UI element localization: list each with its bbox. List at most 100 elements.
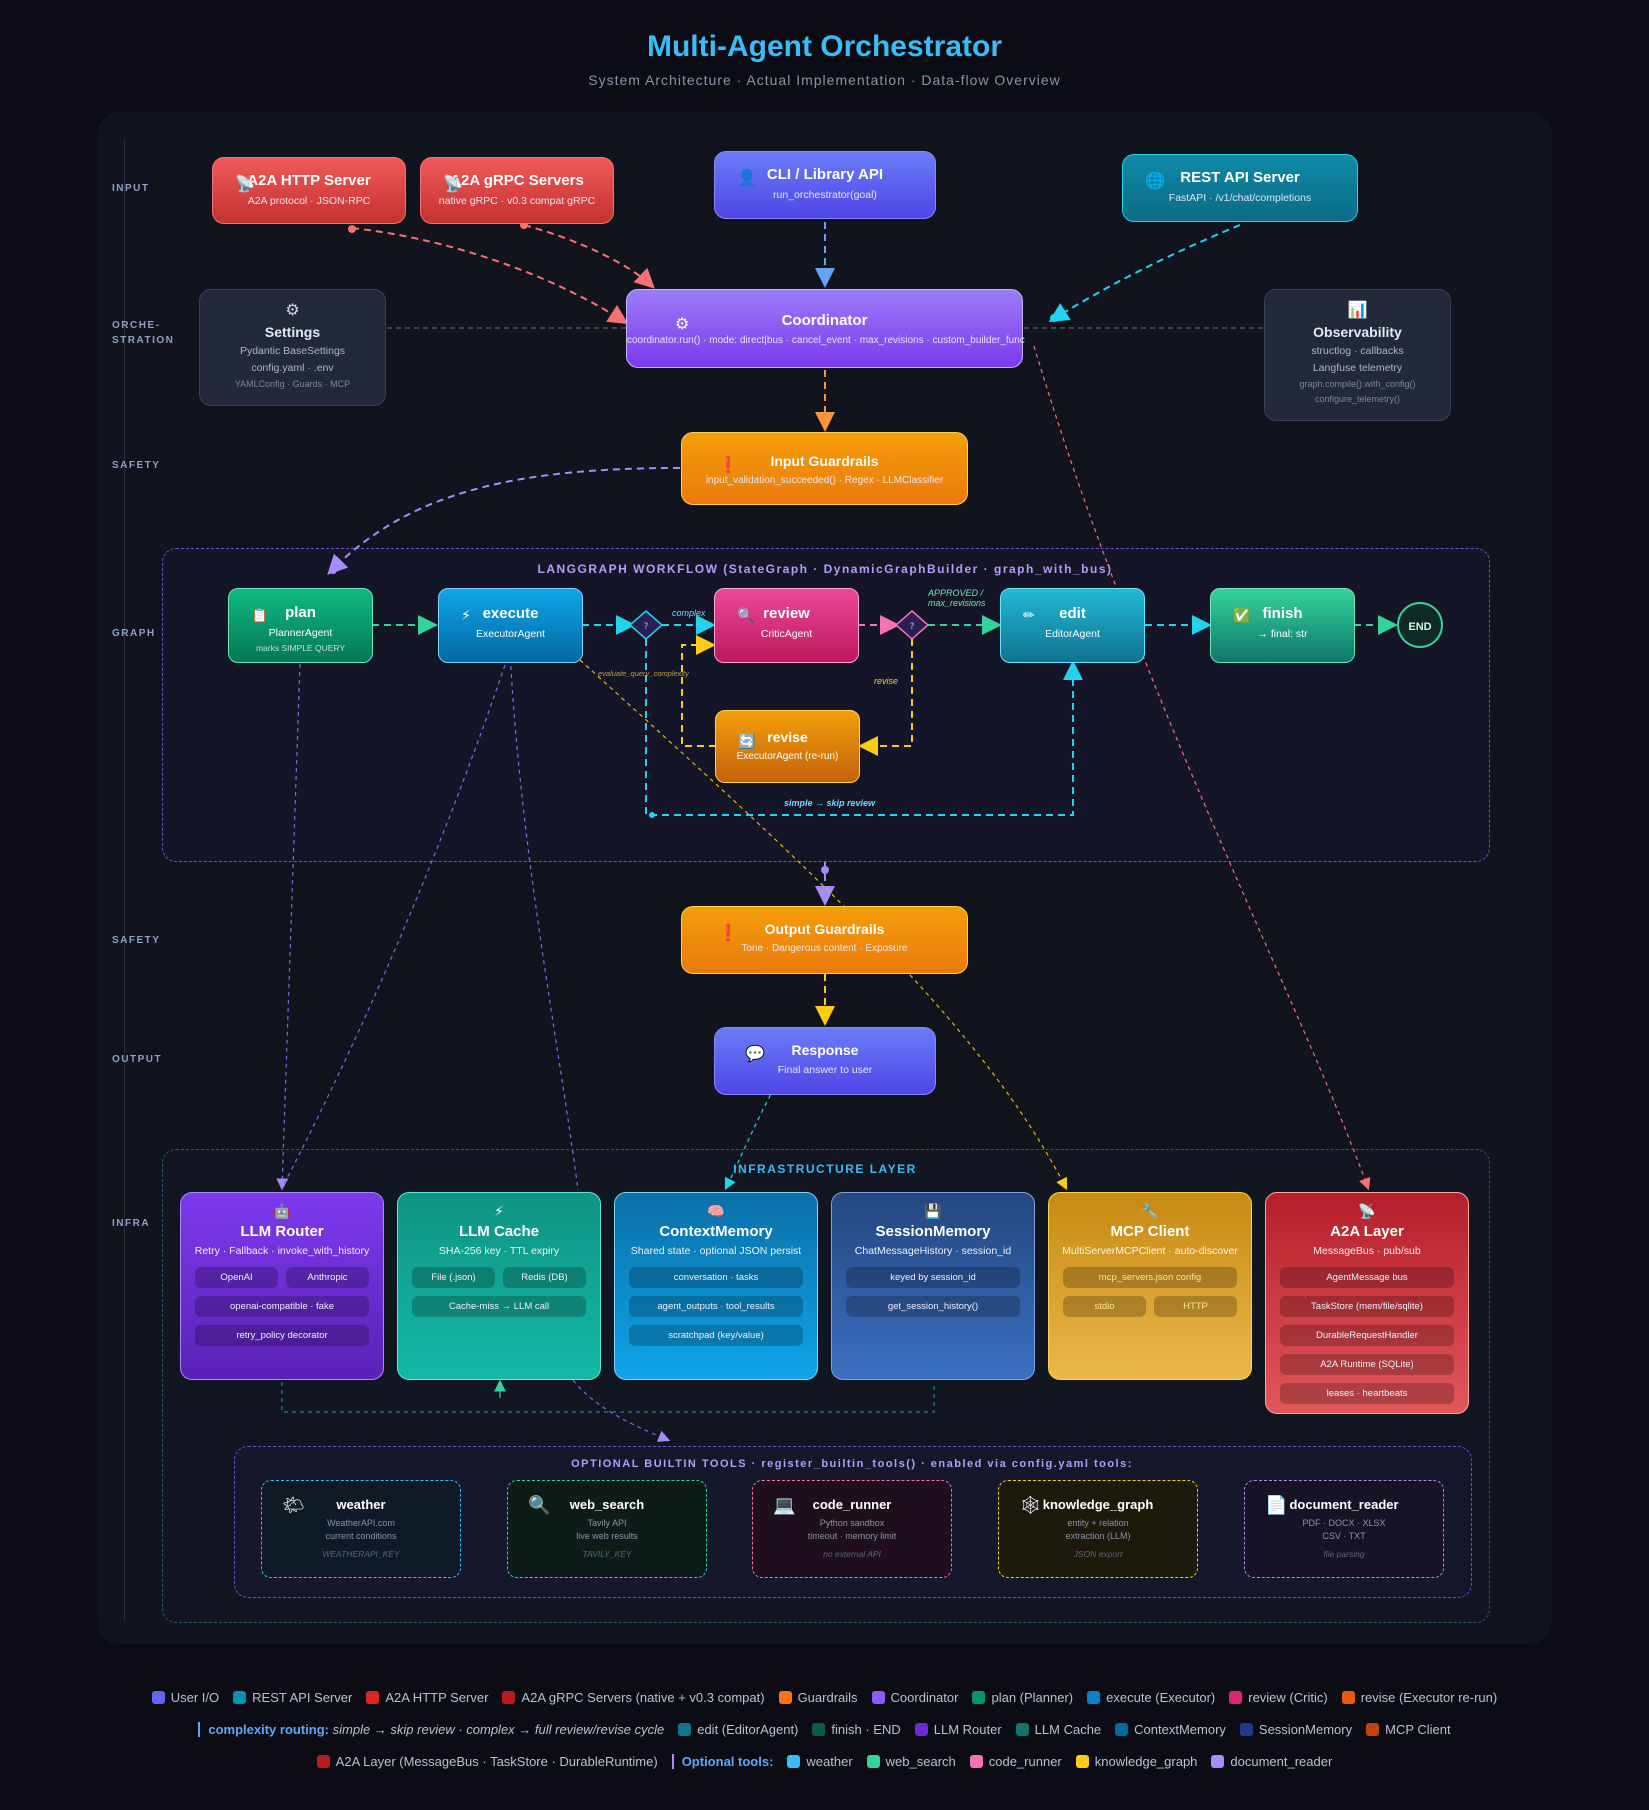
chip: conversation · tasks	[629, 1267, 803, 1288]
revise-node[interactable]: 🔄 revise ExecutorAgent (re-run)	[715, 710, 860, 783]
globe-icon: 🌐	[1145, 173, 1165, 190]
chip: mcp_servers.json config	[1063, 1267, 1237, 1288]
tool-web-search[interactable]: 🔍 web_search Tavily API live web results…	[507, 1480, 707, 1578]
a2a-layer-node[interactable]: 📡 A2A Layer MessageBus · pub/sub AgentMe…	[1265, 1192, 1469, 1414]
observability-line: graph.compile().with_config()	[1299, 379, 1416, 389]
output-guardrails-node[interactable]: ❗ Output Guardrails Tone · Dangerous con…	[681, 906, 968, 974]
observability-node[interactable]: 📊 Observability structlog · callbacks La…	[1264, 289, 1451, 421]
llm-router-node[interactable]: 🤖 LLM Router Retry · Fallback · invoke_w…	[180, 1192, 384, 1380]
tool-line: timeout · memory limit	[807, 1531, 897, 1541]
legend-optional-tools: Optional tools:	[671, 1754, 773, 1769]
session-memory-node[interactable]: 💾 SessionMemory ChatMessageHistory · ses…	[831, 1192, 1035, 1380]
magnifier-icon: 🔍	[528, 1495, 551, 1515]
a2a-layer-sub: MessageBus · pub/sub	[1313, 1245, 1421, 1257]
observability-line: structlog · callbacks	[1311, 345, 1404, 357]
pencil-icon: ✏	[1023, 607, 1035, 623]
context-memory-node[interactable]: 🧠 ContextMemory Shared state · optional …	[614, 1192, 818, 1380]
finish-node[interactable]: ✅ finish → final: str	[1210, 588, 1355, 663]
legend-label: knowledge_graph	[1094, 1754, 1198, 1769]
tool-line: WeatherAPI.com	[327, 1518, 395, 1528]
tool-line: current conditions	[325, 1531, 397, 1541]
session-memory-sub: ChatMessageHistory · session_id	[854, 1245, 1012, 1257]
workflow-label: LANGGRAPH WORKFLOW (StateGraph · Dynamic…	[537, 562, 1113, 576]
legend-swatch	[871, 1691, 885, 1704]
tool-document-reader[interactable]: 📄 document_reader PDF · DOCX · XLSX CSV …	[1244, 1480, 1444, 1578]
laptop-icon: 💻	[773, 1495, 796, 1515]
a2a-http-title: A2A HTTP Server	[247, 172, 371, 189]
a2a-http-server-node[interactable]: 📡 A2A HTTP Server A2A protocol · JSON-RP…	[212, 157, 406, 224]
legend-label: ContextMemory	[1134, 1722, 1226, 1737]
legend-item: SessionMemory	[1239, 1722, 1353, 1737]
cli-library-api-node[interactable]: 👤 CLI / Library API run_orchestrator(goa…	[714, 151, 936, 219]
network-icon: 🕸	[1019, 1495, 1042, 1515]
legend-label: review (Critic)	[1248, 1690, 1328, 1705]
a2a-layer-title: A2A Layer	[1330, 1223, 1404, 1240]
response-node[interactable]: 💬 Response Final answer to user	[714, 1027, 936, 1095]
legend-label: Coordinator	[890, 1690, 959, 1705]
legend-swatch	[812, 1723, 826, 1736]
execute-node[interactable]: ⚡ execute ExecutorAgent	[438, 588, 583, 663]
edit-title: edit	[1059, 605, 1086, 622]
tool-knowledge-graph[interactable]: 🕸 knowledge_graph entity + relation extr…	[998, 1480, 1198, 1578]
tool-weather[interactable]: 🌤 weather WeatherAPI.com current conditi…	[261, 1480, 461, 1578]
lane-infra: INFRA	[112, 1218, 151, 1229]
legend-label: weather	[806, 1754, 853, 1769]
satellite-icon: 📡	[235, 176, 255, 193]
alert-icon: ❗	[718, 925, 738, 942]
legend-label: execute (Executor)	[1106, 1690, 1216, 1705]
legend-item: ContextMemory	[1115, 1722, 1226, 1737]
output-guardrails-sub: Tone · Dangerous content · Exposure	[741, 943, 908, 954]
lightning-icon: ⚡	[461, 607, 471, 623]
legend-row-2: complexity routing: simple → skip review…	[0, 1722, 1649, 1737]
review-node[interactable]: 🔍 review CriticAgent	[714, 588, 859, 663]
chip: TaskStore (mem/file/sqlite)	[1280, 1296, 1454, 1317]
chip: A2A Runtime (SQLite)	[1280, 1354, 1454, 1375]
end-node[interactable]: END	[1397, 602, 1443, 648]
llm-router-title: LLM Router	[240, 1223, 324, 1240]
llm-cache-node[interactable]: ⚡ LLM Cache SHA-256 key · TTL expiry Fil…	[397, 1192, 601, 1380]
a2a-grpc-servers-node[interactable]: 📡 A2A gRPC Servers native gRPC · v0.3 co…	[420, 157, 614, 224]
legend-swatch	[914, 1723, 928, 1736]
observability-line: Langfuse telemetry	[1312, 362, 1403, 374]
legend-swatch	[969, 1755, 983, 1768]
svg-text:?: ?	[644, 622, 649, 632]
rest-title: REST API Server	[1180, 169, 1300, 186]
chip: scratchpad (key/value)	[629, 1325, 803, 1346]
wrench-icon: 🔧	[1141, 1203, 1159, 1219]
refresh-icon: 🔄	[738, 733, 756, 749]
legend-label: Guardrails	[797, 1690, 858, 1705]
edit-node[interactable]: ✏ edit EditorAgent	[1000, 588, 1145, 663]
lightning-icon: ⚡	[494, 1203, 504, 1219]
chip: stdio	[1063, 1296, 1146, 1317]
tool-line: extraction (LLM)	[1065, 1531, 1131, 1541]
legend-label: LLM Router	[933, 1722, 1002, 1737]
settings-node[interactable]: ⚙ Settings Pydantic BaseSettings config.…	[199, 289, 386, 406]
revise-sub: ExecutorAgent (re-run)	[736, 751, 839, 762]
mcp-client-node[interactable]: 🔧 MCP Client MultiServerMCPClient · auto…	[1048, 1192, 1252, 1380]
plan-node[interactable]: 📋 plan PlannerAgent marks SIMPLE QUERY	[228, 588, 373, 663]
legend-item: finish · END	[812, 1722, 901, 1737]
coordinator-node[interactable]: ⚙ Coordinator coordinator.run() · mode: …	[626, 289, 1025, 368]
legend-label: SessionMemory	[1258, 1722, 1353, 1737]
legend-item: plan (Planner)	[972, 1690, 1073, 1705]
speech-bubble-icon: 💬	[745, 1046, 765, 1063]
lane-divider	[124, 140, 125, 1620]
tool-line: entity + relation	[1067, 1518, 1129, 1528]
floppy-icon: 💾	[924, 1203, 942, 1219]
legend-label: REST API Server	[252, 1690, 353, 1705]
legend-label: MCP Client	[1385, 1722, 1451, 1737]
legend-swatch	[1015, 1723, 1029, 1736]
input-guardrails-node[interactable]: ❗ Input Guardrails input_validation_succ…	[681, 432, 968, 505]
tool-code-runner[interactable]: 💻 code_runner Python sandbox timeout · m…	[752, 1480, 952, 1578]
chip: OpenAI	[195, 1267, 278, 1288]
legend-label: document_reader	[1230, 1754, 1333, 1769]
legend-item: A2A gRPC Servers (native + v0.3 compat)	[502, 1690, 765, 1705]
legend-row-3: A2A Layer (MessageBus · TaskStore · Dura…	[0, 1754, 1649, 1769]
rest-api-server-node[interactable]: 🌐 REST API Server FastAPI · /v1/chat/com…	[1122, 154, 1358, 222]
legend-item: REST API Server	[233, 1690, 352, 1705]
legend-item: review (Critic)	[1229, 1690, 1328, 1705]
legend-label: finish · END	[831, 1722, 901, 1737]
a2a-http-sub: A2A protocol · JSON-RPC	[247, 195, 371, 207]
